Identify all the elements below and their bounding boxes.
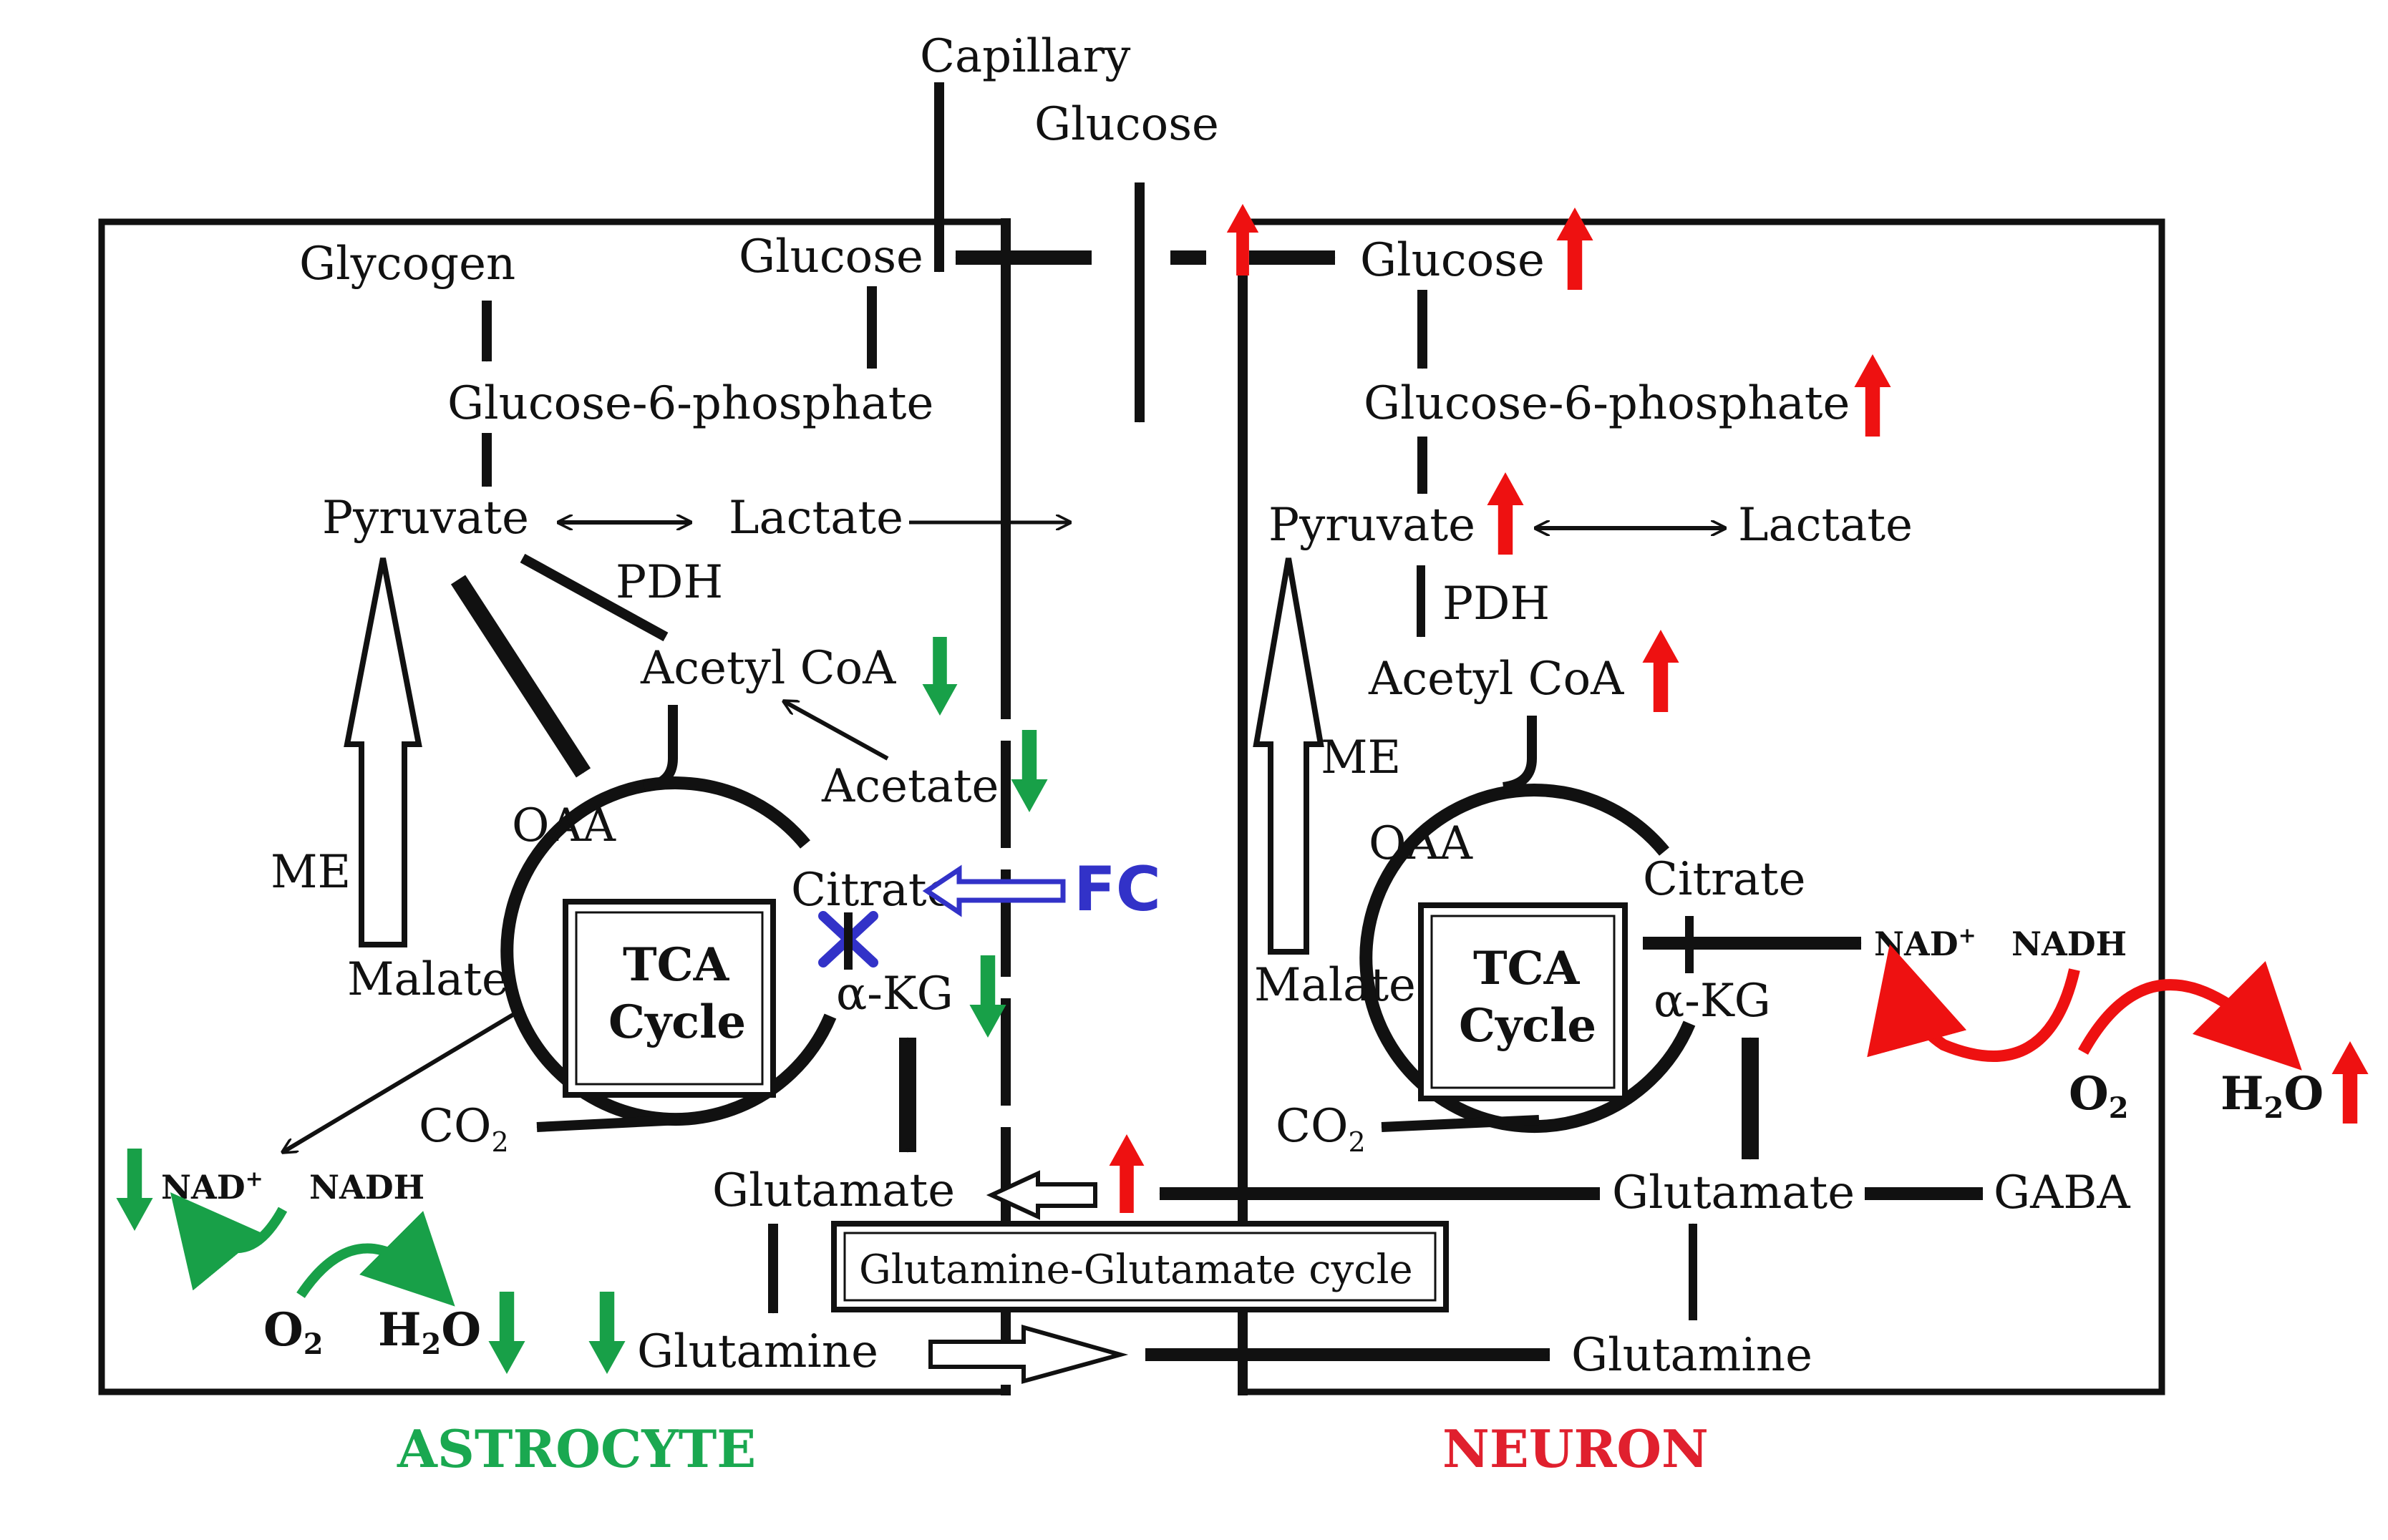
astro-tca-cycle-arc <box>500 776 837 1126</box>
neuron-tca-cycle-arc <box>1359 784 1696 1134</box>
astro-pyruvate-to-acetylcoa-arrow <box>520 553 669 642</box>
astro-pdh-label: PDH <box>616 556 723 609</box>
astro-glutamate-label: Glutamate <box>712 1164 955 1217</box>
green-down-arrow-icon <box>488 1292 525 1374</box>
fc-arrow-shape <box>922 864 1066 917</box>
astro-nad-label: NAD+ <box>161 1166 263 1207</box>
astro-malate-to-nad-arrow <box>283 1007 524 1152</box>
astro-tca-label: TCA <box>623 938 730 992</box>
astro-h2o-label: H2O <box>378 1303 481 1361</box>
astro-tca-to-co2-arrow <box>536 1115 681 1132</box>
neuron-malate-label: Malate <box>1254 959 1416 1012</box>
astro-nadh-label: NADH <box>309 1168 424 1207</box>
astrocyte-cell-border <box>98 218 1009 1395</box>
neuron-tca-cycle-box <box>1418 902 1628 1101</box>
neuron-nad-label: NAD+ <box>1874 923 1976 963</box>
astro-co2-label: CO2 <box>419 1100 509 1158</box>
neuron-lactate-label: Lactate <box>1738 499 1913 552</box>
astro-glucose-label: Glucose <box>739 230 923 283</box>
neuron-pdh-label: PDH <box>1442 578 1550 630</box>
neuron-nadh-label: NADH <box>2011 925 2127 963</box>
neuron-g6p-label: Glucose-6-phosphate <box>1364 377 1850 430</box>
red-up-arrow-icon <box>1487 472 1524 555</box>
red-up-arrow-icon <box>1854 354 1891 437</box>
green-down-arrow-icon <box>1011 730 1048 812</box>
neuron-malate-to-pyruvate-open-arrow <box>1253 557 1324 955</box>
green-down-arrow-icon <box>969 955 1006 1038</box>
neuron-glutamine-label: Glutamine <box>1571 1329 1812 1382</box>
neuron-pyruvate-label: Pyruvate <box>1268 499 1475 552</box>
astrocyte-title: ASTROCYTE <box>397 1418 756 1479</box>
neuron-akg-label: α-KG <box>1654 975 1771 1028</box>
glutamine-glutamate-cycle-label: Glutamine-Glutamate cycle <box>859 1247 1413 1293</box>
red-up-arrow-icon <box>2331 1041 2369 1124</box>
astro-glycogen-label: Glycogen <box>299 238 515 291</box>
neuron-cell-border <box>1246 218 2165 1395</box>
neuron-acetylcoa-entry <box>1502 716 1537 792</box>
acetate-to-acetylcoa-arrow <box>784 701 889 761</box>
capillary-glucose-label: Glucose <box>1034 98 1219 151</box>
red-up-arrow-icon <box>1642 630 1679 712</box>
astro-glutamine-label: Glutamine <box>637 1325 878 1378</box>
astro-acetylcoa-label: Acetyl CoA <box>640 642 896 695</box>
capillary-label: Capillary <box>920 30 1130 83</box>
astro-malate-to-pyruvate-open-arrow <box>344 557 422 947</box>
neuron-glucose-label: Glucose <box>1360 234 1545 287</box>
astro-acetate-label: Acetate <box>821 760 999 813</box>
neuron-co2-label: CO2 <box>1276 1100 1366 1158</box>
neuron-me-label: ME <box>1321 731 1401 784</box>
neuron-glutamate-label: Glutamate <box>1612 1166 1855 1219</box>
astro-acetylcoa-entry <box>643 705 678 792</box>
fc-label: FC <box>1074 854 1161 925</box>
astro-cycle-label: Cycle <box>608 995 746 1049</box>
neuron-cycle-label: Cycle <box>1459 999 1596 1053</box>
astro-lactate-label: Lactate <box>729 492 903 545</box>
glutamine-export-open-arrow <box>928 1325 1129 1384</box>
astro-akg-label: α-KG <box>836 968 953 1020</box>
neuron-title: NEURON <box>1442 1418 1709 1479</box>
astro-malate-label: Malate <box>347 953 509 1006</box>
neuron-acetylcoa-label: Acetyl CoA <box>1368 653 1624 706</box>
astro-o2-to-h2o-green-arrow <box>296 1210 455 1307</box>
neuron-citrate-label: Citrate <box>1643 853 1806 906</box>
green-down-arrow-icon <box>922 637 958 716</box>
glutamine-glutamate-cycle-box <box>831 1221 1449 1312</box>
red-up-arrow-icon <box>1109 1134 1145 1213</box>
neuron-gaba-label: GABA <box>1994 1166 2130 1219</box>
astro-oaa-label: OAA <box>512 799 616 852</box>
astro-o2-label: O2 <box>263 1303 324 1361</box>
neuron-oaa-label: OAA <box>1369 817 1473 870</box>
neuron-nadh-to-nad-red-arrow <box>1867 944 2080 1062</box>
neuron-o2-to-h2o-red-arrow <box>2078 960 2302 1071</box>
astro-g6p-label: Glucose-6-phosphate <box>447 377 933 430</box>
astro-pyruvate-to-oaa-arrow <box>450 575 591 778</box>
green-down-arrow-icon <box>588 1292 626 1374</box>
neuron-o2-label: O2 <box>2069 1067 2129 1125</box>
astro-pyruvate-label: Pyruvate <box>322 492 529 545</box>
astro-tca-cycle-box <box>563 899 776 1098</box>
astro-nadh-to-nad-green-arrow <box>170 1192 288 1291</box>
astro-me-label: ME <box>271 846 351 899</box>
glutamate-import-open-arrow <box>986 1170 1097 1220</box>
neuron-tca-to-co2-arrow <box>1381 1115 1540 1132</box>
neuron-tca-label: TCA <box>1473 942 1581 995</box>
neuron-h2o-label: H2O <box>2220 1067 2324 1125</box>
green-down-arrow-icon <box>116 1149 153 1231</box>
